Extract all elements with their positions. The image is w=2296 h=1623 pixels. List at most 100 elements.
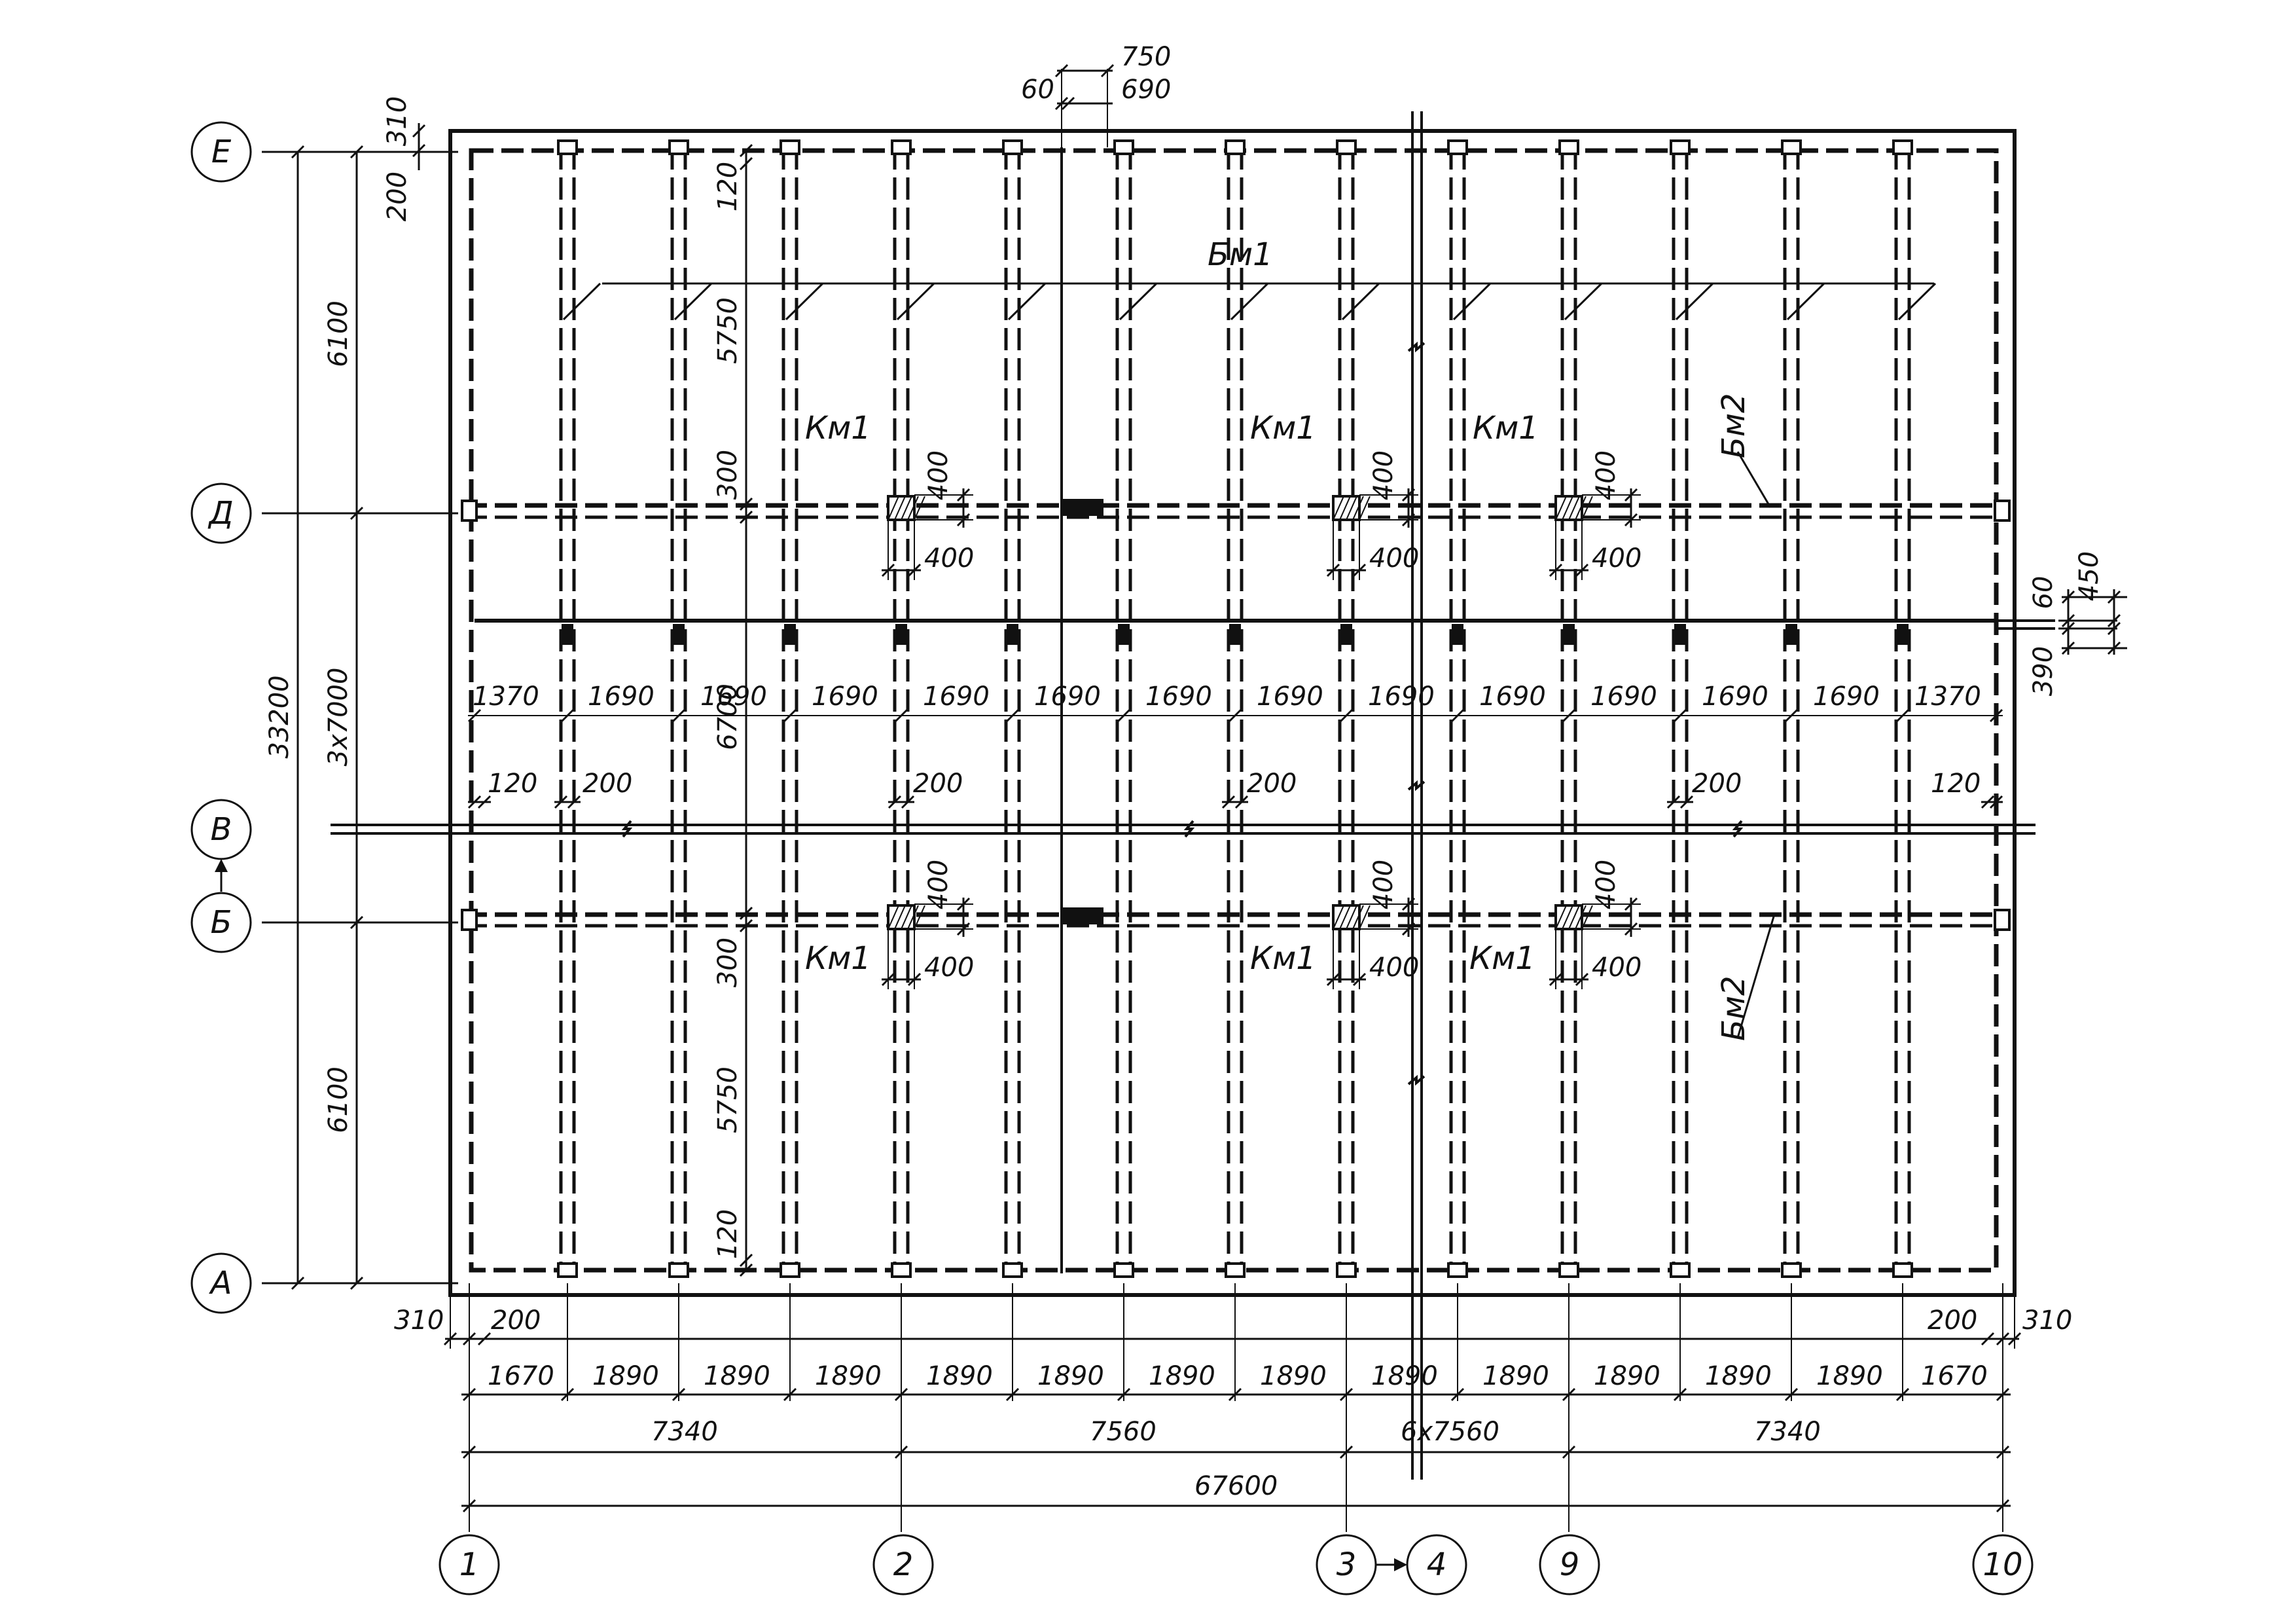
- dim-small: 200: [1692, 769, 1742, 799]
- opening-fill: [1062, 907, 1103, 924]
- dimension-tick: [1005, 708, 1020, 723]
- leader-line: [1736, 916, 1775, 1038]
- label-km1: Км1: [805, 410, 871, 447]
- beam-support: [1336, 1262, 1357, 1278]
- dim-400: 400: [1591, 450, 1621, 500]
- dimension-tick: [1989, 708, 2003, 723]
- dimension-tick: [739, 1263, 753, 1277]
- dimension-tick: [1549, 563, 1563, 577]
- arrow-head: [215, 859, 228, 872]
- dim-spacing: 1690: [588, 682, 655, 712]
- dimension-tick: [2061, 641, 2075, 655]
- column-hatch: [1352, 905, 1364, 930]
- dimension-tick: [1117, 1387, 1131, 1402]
- dim-small: 200: [1247, 769, 1297, 799]
- dimension-tick: [672, 1387, 686, 1402]
- dim-spacing: 1690: [1479, 682, 1546, 712]
- beam-support: [1113, 139, 1134, 155]
- beam-support: [1002, 1262, 1023, 1278]
- col-axis-4: 4: [1406, 1534, 1467, 1596]
- dimension-tick: [1784, 708, 1799, 723]
- dimension-tick: [1228, 708, 1242, 723]
- dim-400: 400: [1369, 543, 1419, 574]
- dim-bay: 7560: [1090, 1417, 1157, 1447]
- leader-tick: [896, 282, 935, 321]
- row-axis-label: В: [211, 811, 232, 848]
- leader-tick: [785, 282, 824, 321]
- beam-bearing: [562, 624, 573, 645]
- column-hatch: [894, 905, 906, 930]
- row-axis-D: Д: [190, 483, 252, 544]
- row-axis-E: Е: [190, 121, 252, 183]
- row-axis-V: В: [190, 799, 252, 860]
- beam-support: [891, 139, 912, 155]
- dim-5750: 5750: [713, 1067, 743, 1133]
- dim-bottom-spacing: 1890: [815, 1361, 882, 1391]
- beam-support: [1447, 1262, 1468, 1278]
- beam-support: [1336, 139, 1357, 155]
- dim-bottom-spacing: 1890: [592, 1361, 659, 1391]
- dim-200: 200: [382, 172, 412, 221]
- dimension-tick: [783, 1387, 797, 1402]
- beam-end: [461, 909, 478, 931]
- dim-310: 310: [382, 96, 412, 146]
- column-hatch: [901, 905, 912, 930]
- dim-spacing: 1690: [1257, 682, 1323, 712]
- dim-400: 400: [1369, 450, 1399, 500]
- leader-tick: [1007, 282, 1047, 321]
- dimension-tick: [2107, 641, 2121, 655]
- beam-bearing: [1563, 624, 1575, 645]
- column-hatch: [914, 905, 925, 930]
- dimension-tick: [1401, 488, 1416, 502]
- beam-support: [1781, 1262, 1802, 1278]
- col-axis-label: 2: [893, 1546, 914, 1583]
- dimension-tick: [888, 795, 902, 809]
- dimension-tick: [1352, 563, 1367, 577]
- dim-bottom-spacing: 1890: [1149, 1361, 1215, 1391]
- beam-bearing: [1340, 624, 1352, 645]
- column-hatch: [1339, 905, 1351, 930]
- col-axis-2: 2: [872, 1534, 934, 1596]
- column-hatch: [901, 496, 912, 520]
- row-axis-label: Д: [207, 495, 234, 532]
- dimension-tick: [1401, 513, 1416, 527]
- dimension-tick: [1401, 922, 1416, 936]
- dimension-tick: [1673, 1387, 1687, 1402]
- dim-spacing: 1370: [473, 682, 539, 712]
- dimension-tick: [739, 919, 753, 933]
- break-symbol: [1407, 341, 1426, 353]
- dimension-tick: [739, 143, 753, 158]
- dim-bay: 7340: [651, 1417, 718, 1447]
- dim-small: 200: [913, 769, 963, 799]
- dim-spacing: 1690: [1368, 682, 1435, 712]
- column-hatch: [888, 905, 899, 930]
- column-hatch: [1562, 905, 1573, 930]
- break-symbol: [621, 820, 633, 838]
- column-hatch: [1568, 496, 1580, 520]
- dimension-tick: [1326, 972, 1340, 987]
- break-symbol: [1183, 820, 1195, 838]
- leader-tick: [1119, 282, 1158, 321]
- dim-spacing: 1690: [812, 682, 878, 712]
- row-axis-B: Б: [190, 892, 252, 953]
- label-bm2: Бм2: [1715, 393, 1752, 458]
- dimension-tick: [739, 1253, 753, 1267]
- dimension-tick: [1575, 563, 1589, 577]
- column-hatch: [1333, 496, 1344, 520]
- beam-support: [1113, 1262, 1134, 1278]
- dimension-lines: [215, 64, 2127, 1571]
- dim-6100: 6100: [323, 301, 353, 367]
- dim-small: 120: [488, 769, 537, 799]
- col-axis-1: 1: [439, 1534, 500, 1596]
- beam-bearing: [1452, 624, 1463, 645]
- break-symbol: [1407, 780, 1426, 792]
- dimension-tick: [1575, 972, 1589, 987]
- dimension-tick: [956, 488, 971, 502]
- column-hatch: [1562, 496, 1573, 520]
- dimension-tick: [1549, 972, 1563, 987]
- dimension-tick: [1895, 708, 1910, 723]
- dim-750: 750: [1121, 42, 1171, 72]
- dimension-tick: [1005, 1387, 1020, 1402]
- dimension-tick: [1624, 488, 1638, 502]
- beam-support: [1781, 139, 1802, 155]
